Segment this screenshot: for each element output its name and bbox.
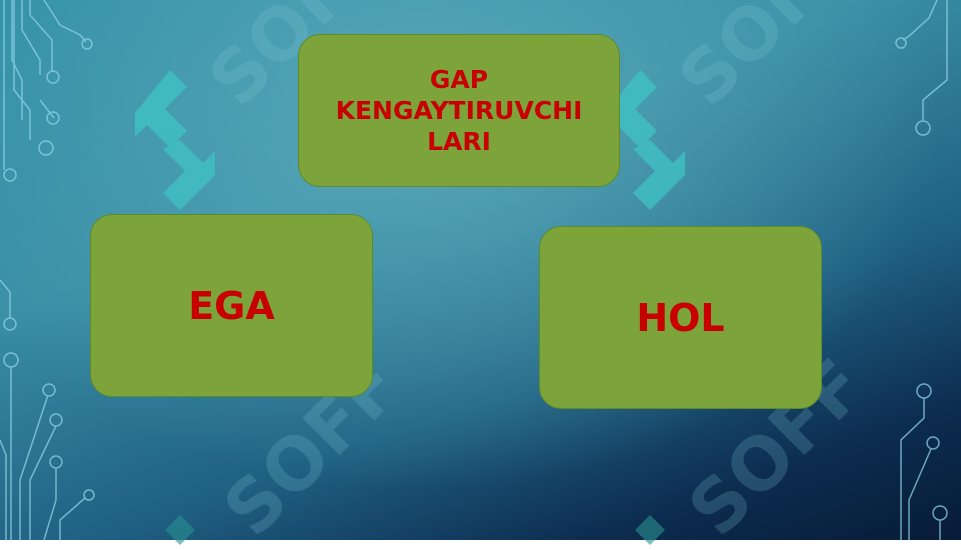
circuit-right-bottom-decoration	[900, 383, 948, 540]
watermark-logo-icon	[635, 515, 665, 545]
circuit-right-top-decoration	[895, 0, 948, 136]
title-box-text: GAP KENGAYTIRUVCHI LARI	[335, 65, 583, 156]
watermark-logo-icon	[165, 515, 195, 545]
watermark-text: SOFF	[663, 0, 872, 122]
hol-box: HOL	[539, 226, 822, 409]
title-box: GAP KENGAYTIRUVCHI LARI	[298, 34, 620, 187]
ega-box: EGA	[90, 214, 373, 397]
circuit-left-bottom-decoration	[0, 280, 95, 540]
ega-box-text: EGA	[188, 283, 275, 328]
circuit-left-top-decoration	[3, 0, 93, 182]
watermark-logo-icon	[135, 70, 215, 210]
hol-box-text: HOL	[636, 295, 725, 340]
watermark-logo-icon	[605, 70, 685, 210]
